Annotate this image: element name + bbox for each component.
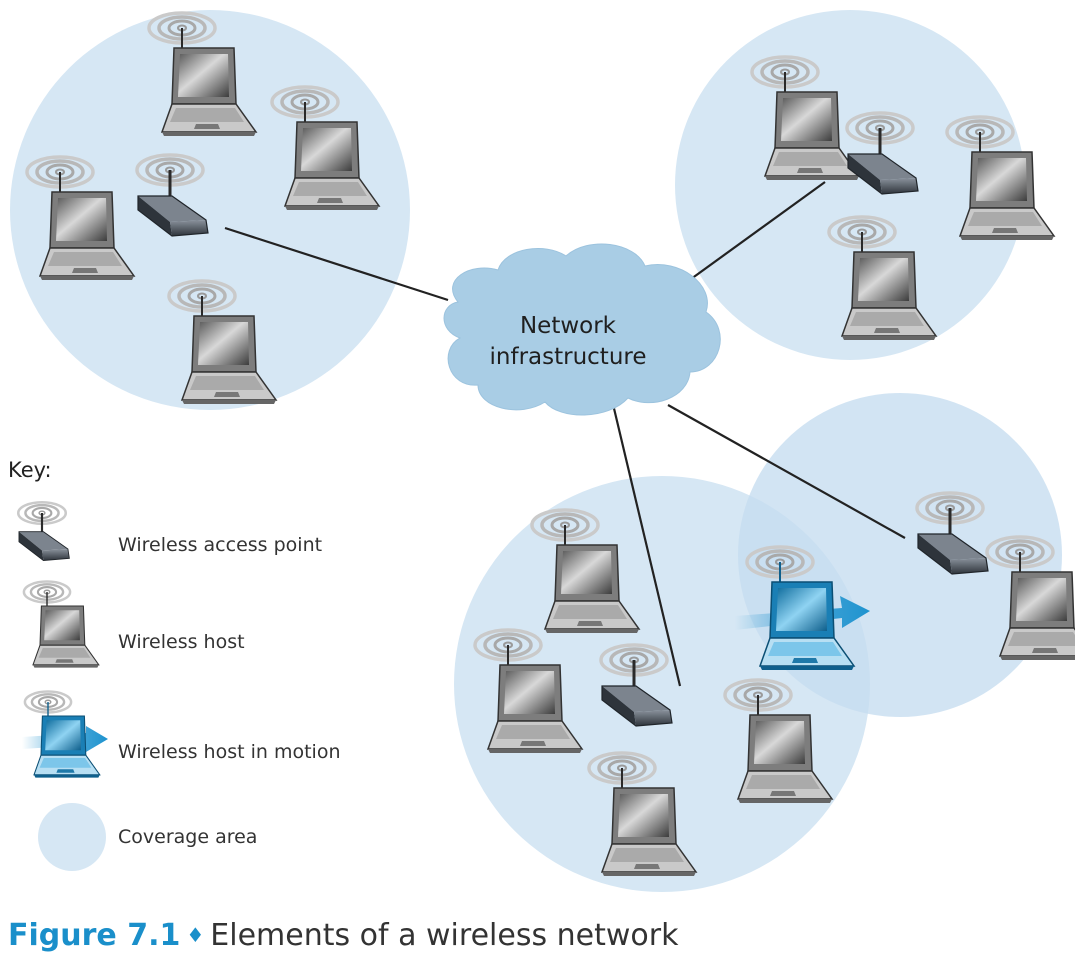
link-top-left: [224, 226, 449, 302]
network-infrastructure-cloud: Network infrastructure: [443, 243, 721, 416]
caption-separator: ♦: [186, 923, 205, 947]
key-label-wireless-host: Wireless host: [118, 631, 245, 653]
cloud-label-line2: infrastructure: [490, 344, 647, 370]
key-label-host-in-motion: Wireless host in motion: [118, 741, 341, 763]
figure-caption: Figure 7.1♦Elements of a wireless networ…: [8, 918, 678, 953]
link-bottom-center: [610, 399, 682, 687]
key-access-point-icon: [18, 502, 69, 560]
key-wireless-host-icon: [24, 582, 99, 668]
coverage-area-top-right: [675, 10, 1025, 360]
cloud-label-line1: Network: [520, 313, 617, 339]
wireless-host-in-motion: [735, 547, 870, 670]
figure-number: Figure 7.1: [8, 918, 181, 953]
key-coverage-area-icon: [38, 803, 106, 871]
link-bottom-right: [667, 404, 906, 539]
key-label-access-point: Wireless access point: [118, 534, 323, 556]
figure-title: Elements of a wireless network: [210, 918, 679, 953]
key-wireless-host-in-motion-icon: [22, 692, 108, 778]
key-label-coverage-area: Coverage area: [118, 826, 258, 848]
key-title: Key:: [8, 458, 52, 482]
